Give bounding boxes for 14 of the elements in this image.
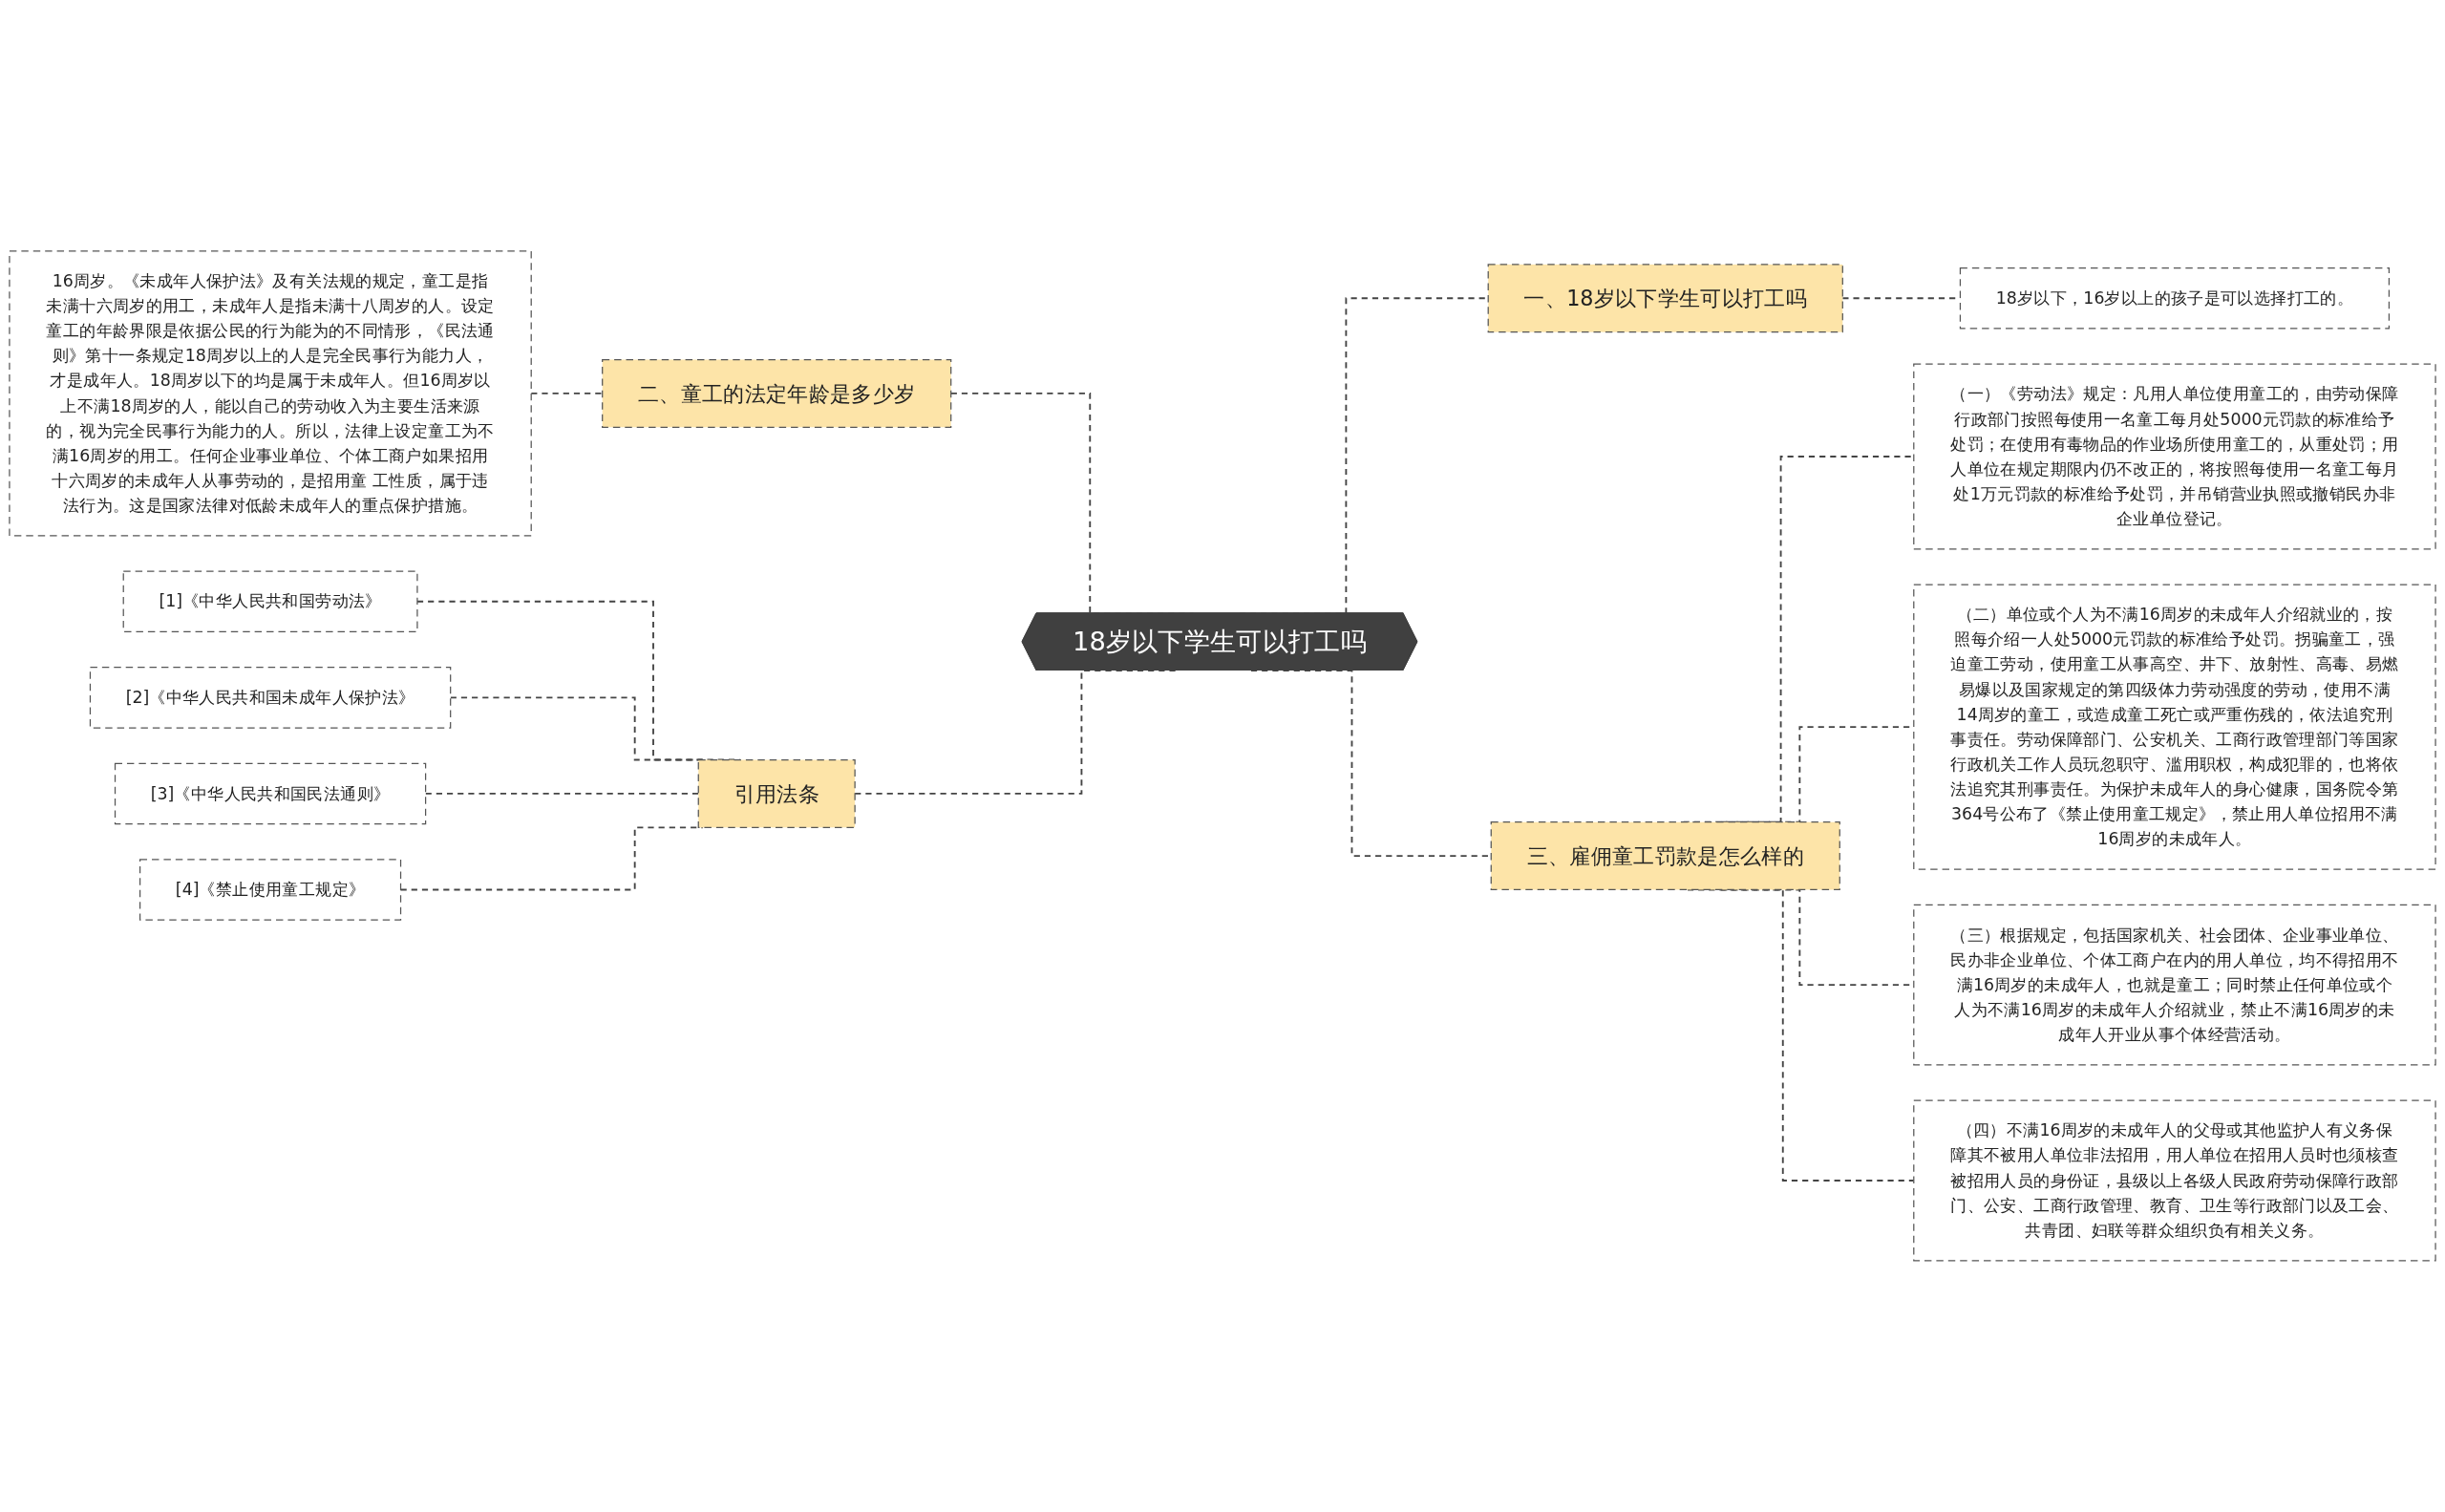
node-box: （二）单位或个人为不满16周岁的未成年人介绍就业的，按照每介绍一人处5000元罚款的标准给予处罚。拐骗童工，强迫童工劳动，使用童工从事高空、井下、放射性、高毒、易燃易爆以及国家规定的第四级体力劳动强度的劳动，使用不满14周岁的童工，或造成童工死亡或严重伤残的，依法追究刑事责任。劳动保障部门、公安机关、工商行政管理部门等国家行政机关工作人员玩忽职守、滥用职权，构成犯罪的，也将依法追究其刑事责任。为保护未成年人的身心健康，国务院令第364号公布了《禁止使用童工规定》，禁止用人单位招用不满16周岁的未成年人。 <box>1913 584 2436 870</box>
node-box: （四）不满16周岁的未成年人的父母或其他监护人有义务保障其不被用人单位非法招用，用人单位在招用人员时也须核查被招用人员的身份证，县级以上各级人民政府劳动保障行政部门、公安、工商行政管理、教育、卫生等行政部门以及工会、共青团、妇联等群众组织负有相关义务。 <box>1913 1099 2436 1262</box>
node-box: （三）根据规定，包括国家机关、社会团体、企业事业单位、民办非企业单位、个体工商户在内的用人单位，均不得招用不满16周岁的未成年人，也就是童工；同时禁止任何单位或个人为不满16周岁的未成年人介绍就业，禁止不满16周岁的未成年人开业从事个体经营活动。 <box>1913 904 2436 1066</box>
node-box: 一、18岁以下学生可以打工吗 <box>1487 264 1843 333</box>
node-box: [1]《中华人民共和国劳动法》 <box>122 570 418 633</box>
node-box: 二、童工的法定年龄是多少岁 <box>602 359 952 429</box>
node-box: [4]《禁止使用童工规定》 <box>139 859 402 921</box>
node-box: 三、雇佣童工罚款是怎么样的 <box>1490 821 1840 891</box>
node-box: [2]《中华人民共和国未成年人保护法》 <box>89 667 452 729</box>
node-box: 18岁以下，16岁以上的孩子是可以选择打工的。 <box>1959 267 2391 330</box>
node-box: 引用法条 <box>697 759 856 829</box>
node-box: 16周岁。《未成年人保护法》及有关法规的规定，童工是指未满十六周岁的用工，未成年人是指未满十八周岁的人。设定童工的年龄界限是依据公民的行为能为的不同情形，《民法通则》第十一条规定18周岁以上的人是完全民事行为能力人，才是成年人。18周岁以下的均是属于未成年人。但16周岁以上不满18周岁的人，能以自己的劳动收入为主要生活来源的，视为完全民事行为能力的人。所以，法律上设定童工为不满16周岁的用工。任何企业事业单位、个体工商户如果招用十六周岁的未成年人从事劳动的，是招用童 工性质，属于违法行为。这是国家法律对低龄未成年人的重点保护措施。 <box>9 250 532 537</box>
node-box: [3]《中华人民共和国民法通则》 <box>114 762 427 825</box>
node-box: （一）《劳动法》规定：凡用人单位使用童工的，由劳动保障行政部门按照每使用一名童工每月处5000元罚款的标准给予处罚；在使用有毒物品的作业场所使用童工的，从重处罚；用人单位在规定期限内仍不改正的，将按照每使用一名童工每月处1万元罚款的标准给予处罚，并吊销营业执照或撤销民办非企业单位登记。 <box>1913 363 2436 550</box>
